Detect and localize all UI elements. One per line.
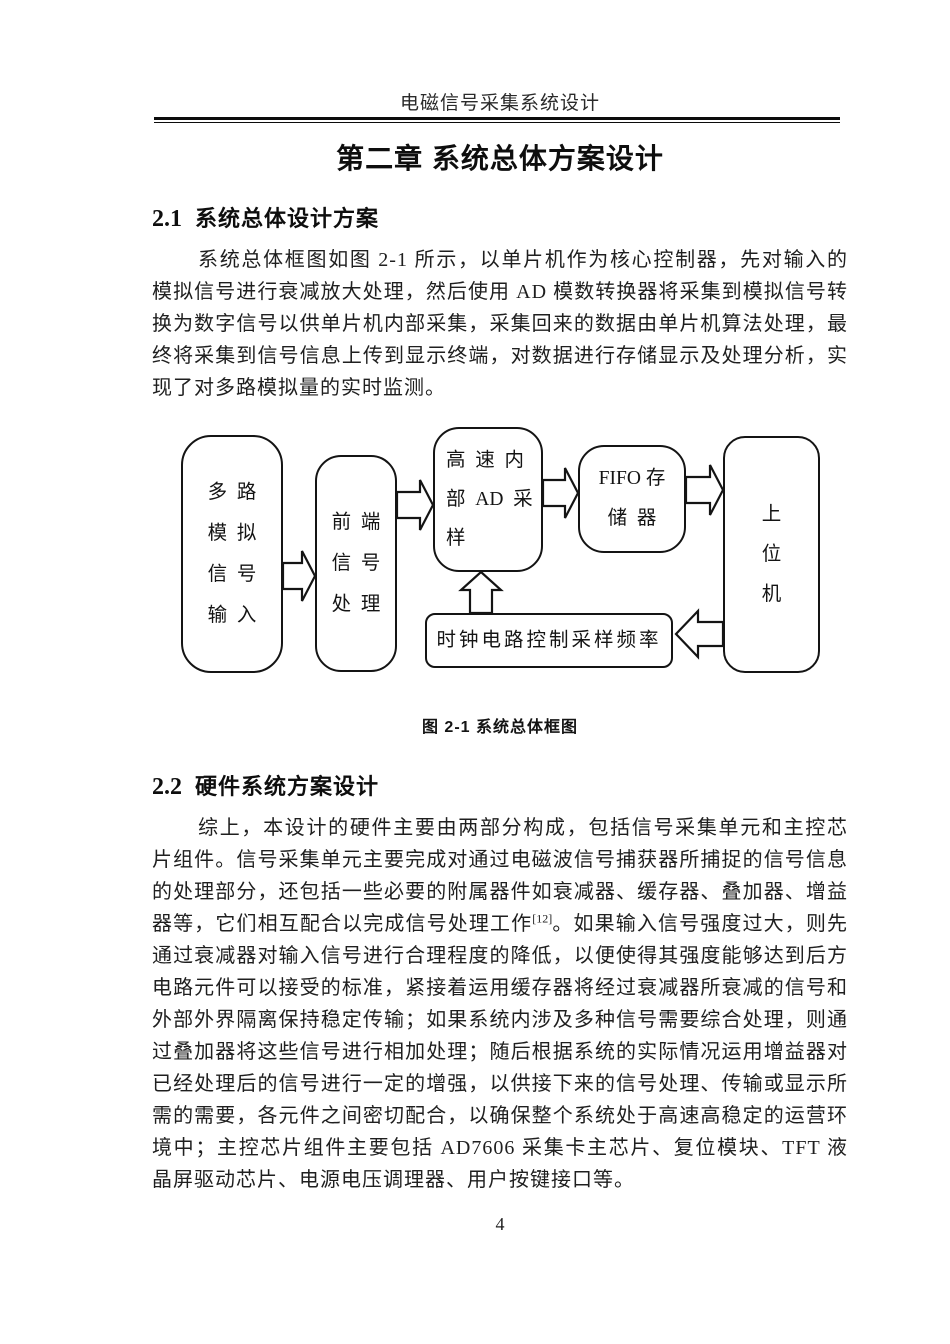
chapter-title: 第二章 系统总体方案设计 [336,143,664,174]
block-label: 高 速 内 部 AD 采 样 [446,450,533,549]
arrow-ad-to-fifo [541,467,580,519]
arrow-clock-to-ad [458,570,504,615]
block-clock-circuit-sampling-rate: 时钟电路控制采样频率 [425,613,673,668]
section-heading-2-1: 2.1 系统总体设计方案 [152,201,848,233]
running-header: 电磁信号采集系统设计 [399,93,600,114]
arrow-host-to-clock [674,608,725,660]
arrow-fifo-to-host [684,464,725,516]
block-label: 上 位 机 [761,503,782,605]
block-frontend-signal-processing: 前 端 信 号 处 理 [315,455,397,672]
section-title: 系统总体设计方案 [195,206,380,231]
block-label: FIFO 存 储 器 [598,468,666,529]
block-label: 时钟电路控制采样频率 [436,629,662,651]
arrow-frontend-to-ad [395,479,435,531]
section-title: 硬件系统方案设计 [195,774,380,799]
section-number: 2.1 [152,206,182,232]
block-host-computer: 上 位 机 [723,436,820,673]
hardware-paragraph: 综上，本设计的硬件主要由两部分构成，包括信号采集单元和主控芯片组件。信号采集单元… [152,812,848,1196]
system-block-diagram: 多 路 模 拟 信 号 输 入 前 端 信 号 处 理 高 速 内 部 AD 采… [0,420,950,720]
header-divider [154,117,840,123]
block-label: 前 端 信 号 处 理 [331,512,381,615]
citation-reference: [12] [532,911,553,926]
paragraph-text-before-citation: 综上，本设计的硬件主要由两部分构成，包括信号采集单元和主控芯片组件。信号采集单元… [152,817,848,935]
section-number: 2.2 [152,774,182,800]
block-highspeed-internal-ad-sampling: 高 速 内 部 AD 采 样 [433,427,543,572]
block-label: 多 路 模 拟 信 号 输 入 [207,482,257,626]
section-heading-2-2: 2.2 硬件系统方案设计 [152,769,848,801]
block-multichannel-analog-input: 多 路 模 拟 信 号 输 入 [181,435,283,673]
page-number: 4 [495,1214,505,1234]
paragraph-text-after-citation: 。如果输入信号强度过大，则先通过衰减器对输入信号进行合理程度的降低，以便使得其强… [152,913,848,1191]
block-fifo-memory: FIFO 存 储 器 [578,445,686,553]
overview-paragraph: 系统总体框图如图 2-1 所示，以单片机作为核心控制器，先对输入的模拟信号进行衰… [152,249,848,399]
diagram-arrows [281,464,725,660]
arrow-input-to-frontend [281,550,317,602]
figure-caption: 图 2-1 系统总体框图 [421,719,579,736]
